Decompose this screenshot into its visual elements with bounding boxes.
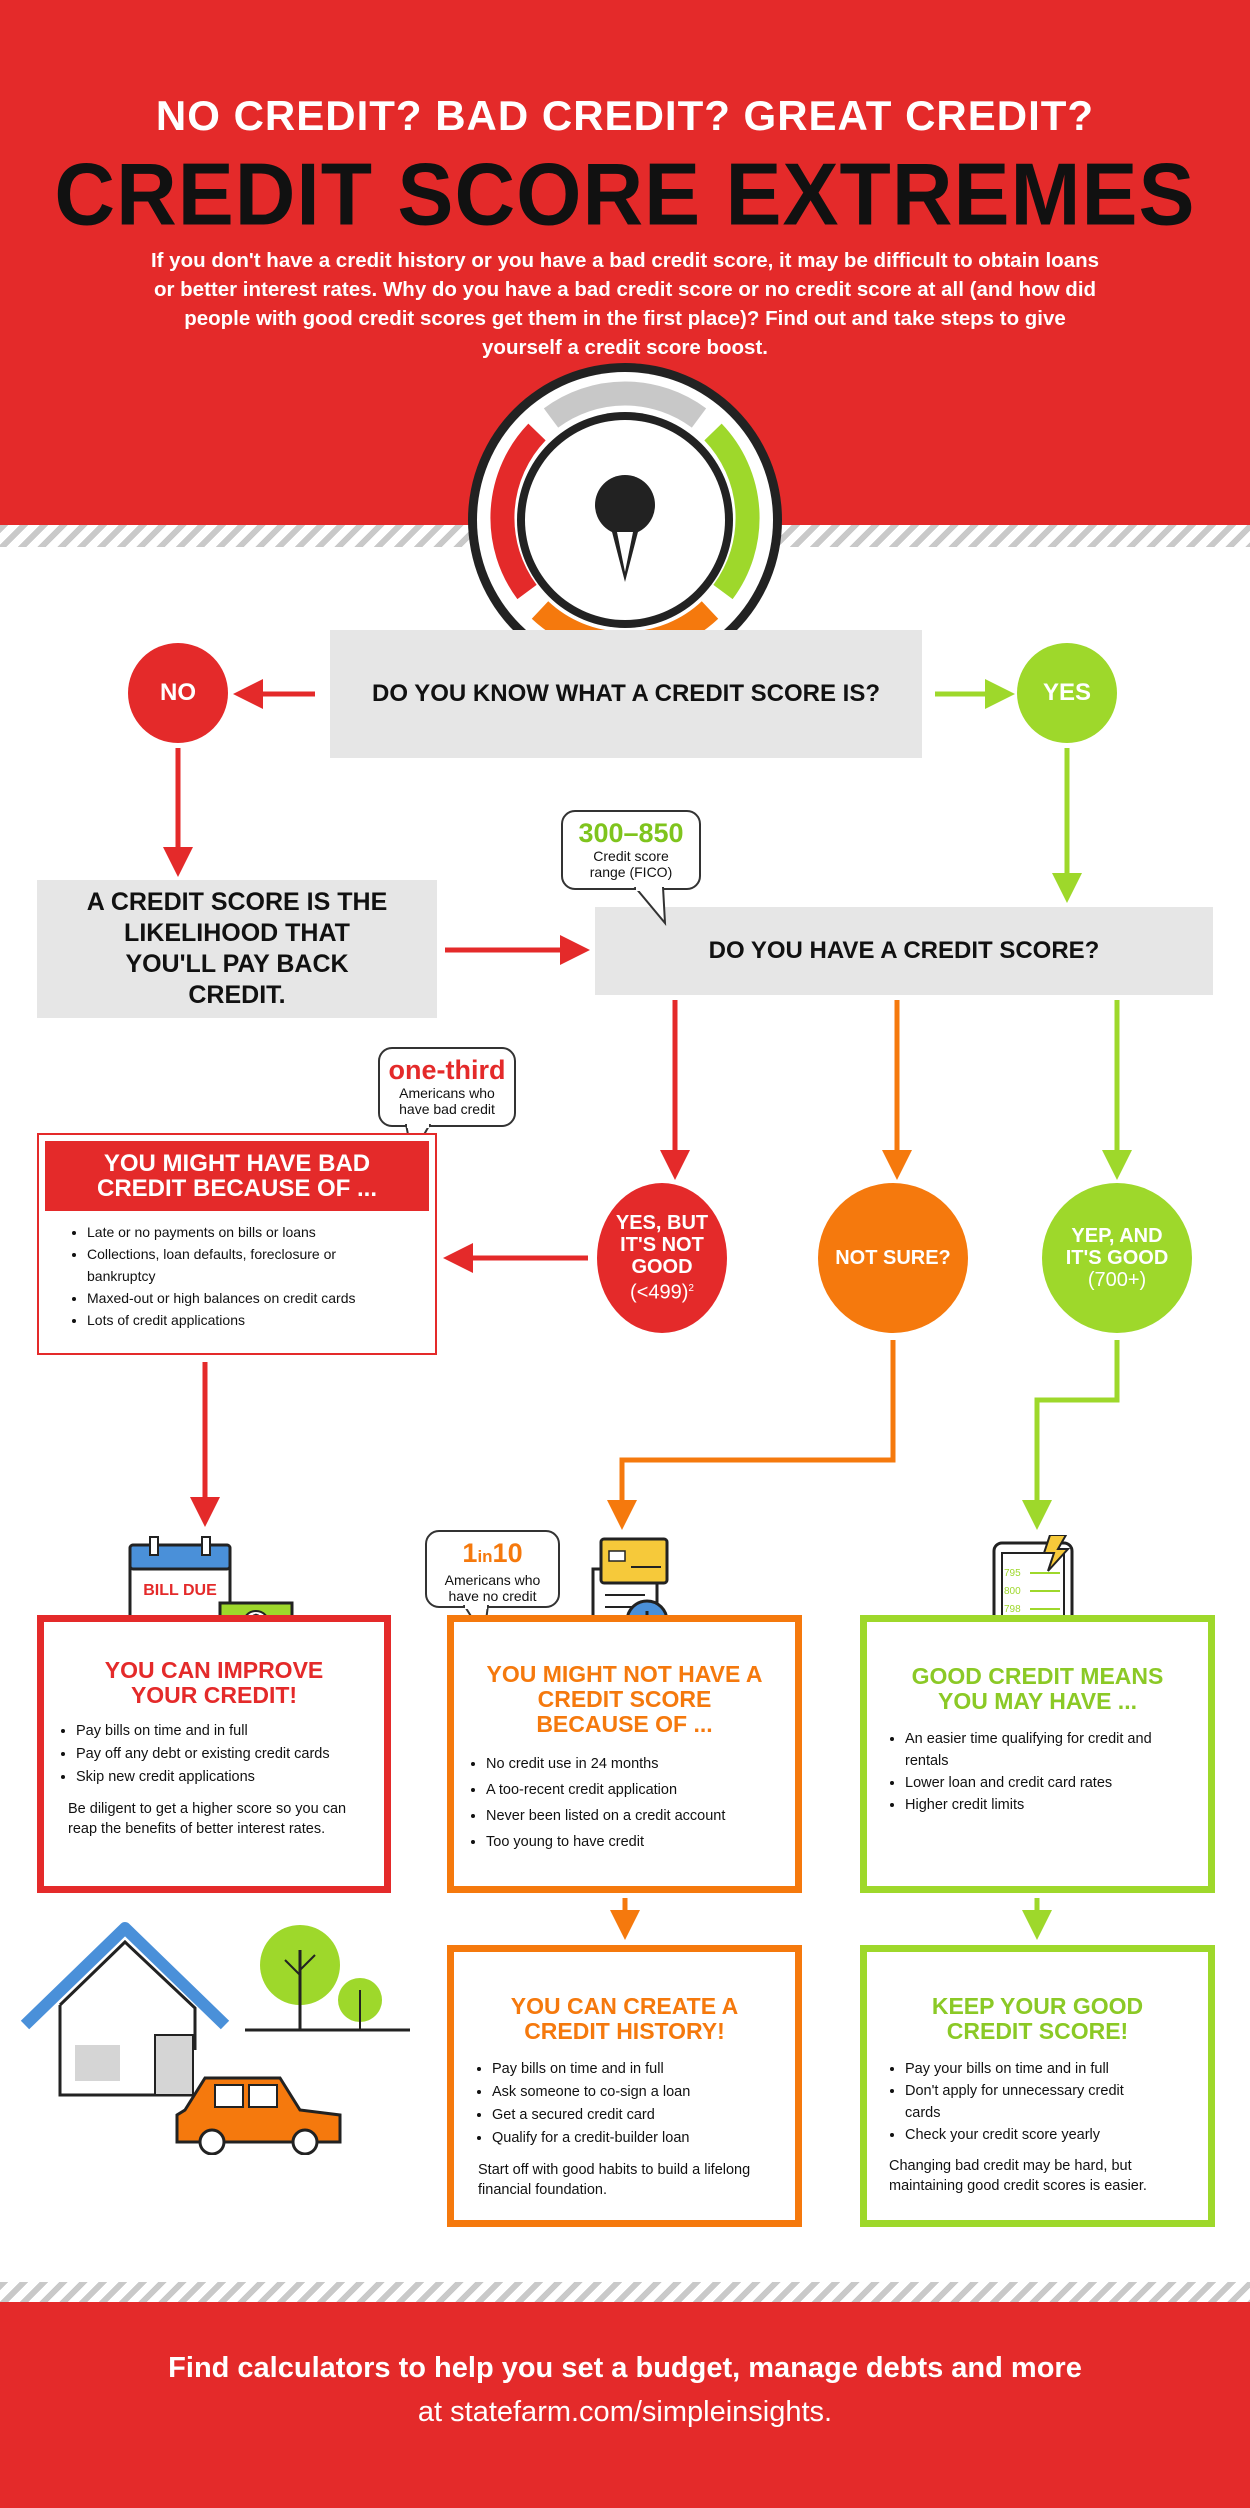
list-item: Maxed-out or high balances on credit car… — [87, 1287, 435, 1309]
footer-link[interactable]: at statefarm.com/simpleinsights. — [417, 2396, 833, 2428]
create-credit-history-title: YOU CAN CREATE A CREDIT HISTORY! — [510, 1993, 739, 2044]
footer-line-1: Find calculators to help you set a budge… — [168, 2352, 1082, 2384]
no-credit-stat-value: 1in10 — [462, 1538, 523, 1568]
list-item: No credit use in 24 months — [486, 1751, 795, 1777]
bad-credit-reasons-title: YOU MIGHT HAVE BAD CREDIT BECAUSE OF ... — [96, 1150, 378, 1202]
callout-score-range: 300–850 Credit score range (FICO) — [561, 810, 701, 890]
keep-good-score-title: KEEP YOUR GOOD CREDIT SCORE! — [931, 1993, 1144, 2044]
keep-good-score-note: Changing bad credit may be hard, but mai… — [889, 2158, 1147, 2194]
score-range-value: 300–850 — [578, 818, 684, 848]
list-item: Skip new credit applications — [76, 1766, 384, 1789]
callout-pointer — [633, 887, 667, 926]
answer-good-range: (700+) — [1087, 1269, 1147, 1291]
callout-no-credit-stat: 1in10 Americans who have no credit — [425, 1530, 560, 1608]
question-have-credit-score: DO YOU HAVE A CREDIT SCORE? — [595, 907, 1213, 995]
answer-no: NO — [128, 643, 228, 743]
list-item: An easier time qualifying for credit and… — [905, 1728, 1168, 1772]
bad-credit-reasons-card: YOU MIGHT HAVE BAD CREDIT BECAUSE OF ...… — [37, 1133, 437, 1355]
score-value: 795 — [1004, 1568, 1021, 1579]
answer-yes: YES — [1017, 643, 1117, 743]
improve-credit-note: Be diligent to get a higher score so you… — [68, 1801, 347, 1837]
list-item: Too young to have credit — [486, 1829, 795, 1855]
improve-credit-title: YOU CAN IMPROVE YOUR CREDIT! — [104, 1657, 324, 1708]
header-subtitle: NO CREDIT? BAD CREDIT? GREAT CREDIT? — [155, 92, 1095, 139]
bad-credit-reasons-list: Late or no payments on bills or loans Co… — [39, 1221, 435, 1331]
flow-connectors — [163, 679, 1132, 1940]
page-title: CREDIT SCORE EXTREMES — [54, 144, 1196, 244]
bad-credit-stat-value: one-third — [388, 1055, 506, 1085]
good-credit-benefits-title: GOOD CREDIT MEANS YOU MAY HAVE ... — [911, 1663, 1164, 1714]
no-credit-stat-label: Americans who have no credit — [444, 1572, 541, 1604]
list-item: Pay your bills on time and in full — [905, 2058, 1148, 2080]
create-credit-history-note: Start off with good habits to build a li… — [478, 2162, 751, 2198]
no-credit-reasons-card: YOU MIGHT NOT HAVE A CREDIT SCORE BECAUS… — [447, 1615, 802, 1893]
no-credit-reasons-title: YOU MIGHT NOT HAVE A CREDIT SCORE BECAUS… — [486, 1661, 763, 1737]
answer-yes-not-good: YES, BUT IT'S NOT GOOD (<499)2 — [597, 1183, 727, 1333]
list-item: Higher credit limits — [905, 1794, 1168, 1816]
house-and-car-illustration — [20, 1922, 410, 2155]
callout-bad-credit-stat: one-third Americans who have bad credit — [378, 1047, 516, 1127]
answer-good-label: YEP, AND IT'S GOOD — [1065, 1225, 1169, 1269]
keep-good-score-list: Pay your bills on time and in full Don't… — [867, 2058, 1208, 2146]
list-item: Lower loan and credit card rates — [905, 1772, 1168, 1794]
list-item: Lots of credit applications — [87, 1309, 435, 1331]
list-item: Never been listed on a credit account — [486, 1803, 795, 1829]
improve-credit-list: Pay bills on time and in full Pay off an… — [44, 1720, 384, 1789]
no-credit-reasons-list: No credit use in 24 months A too-recent … — [454, 1751, 795, 1855]
improve-credit-card: YOU CAN IMPROVE YOUR CREDIT! Pay bills o… — [37, 1615, 391, 1893]
bad-credit-reasons-header: YOU MIGHT HAVE BAD CREDIT BECAUSE OF ... — [45, 1141, 429, 1211]
list-item: Pay bills on time and in full — [492, 2058, 795, 2081]
tablet-scores: 795 800 798 — [1004, 1565, 1034, 1619]
list-item: Don't apply for unnecessary credit cards — [905, 2080, 1148, 2124]
create-credit-history-card: YOU CAN CREATE A CREDIT HISTORY! Pay bil… — [447, 1945, 802, 2227]
list-item: Collections, loan defaults, foreclosure … — [87, 1243, 435, 1287]
score-value: 798 — [1004, 1604, 1021, 1615]
good-credit-benefits-card: GOOD CREDIT MEANS YOU MAY HAVE ... An ea… — [860, 1615, 1215, 1893]
bill-due-label: BILL DUE — [143, 1582, 217, 1599]
list-item: Pay off any debt or existing credit card… — [76, 1743, 384, 1766]
create-credit-history-list: Pay bills on time and in full Ask someon… — [454, 2058, 795, 2150]
list-item: A too-recent credit application — [486, 1777, 795, 1803]
bad-credit-stat-label: Americans who have bad credit — [399, 1085, 495, 1117]
answer-bad-range: (<499)2 — [630, 1281, 694, 1304]
answer-not-sure: NOT SURE? — [818, 1183, 968, 1333]
gauge-icon — [468, 363, 782, 677]
list-item: Ask someone to co-sign a loan — [492, 2081, 795, 2104]
good-credit-benefits-list: An easier time qualifying for credit and… — [867, 1728, 1208, 1816]
list-item: Pay bills on time and in full — [76, 1720, 384, 1743]
zigzag-divider — [0, 2282, 1250, 2304]
answer-yep-good: YEP, AND IT'S GOOD (700+) — [1042, 1183, 1192, 1333]
credit-score-definition: A CREDIT SCORE IS THE LIKELIHOOD THAT YO… — [37, 880, 437, 1018]
list-item: Get a secured credit card — [492, 2104, 795, 2127]
score-value: 800 — [1004, 1586, 1021, 1597]
answer-bad-label: YES, BUT IT'S NOT GOOD — [615, 1212, 709, 1279]
score-range-label: Credit score range (FICO) — [589, 848, 673, 880]
keep-good-score-card: KEEP YOUR GOOD CREDIT SCORE! Pay your bi… — [860, 1945, 1215, 2227]
list-item: Check your credit score yearly — [905, 2124, 1148, 2146]
intro-text: If you don't have a credit history or yo… — [150, 249, 1100, 359]
question-know-credit-score: DO YOU KNOW WHAT A CREDIT SCORE IS? — [330, 630, 922, 758]
list-item: Qualify for a credit-builder loan — [492, 2127, 795, 2150]
footer-banner — [0, 2302, 1250, 2508]
list-item: Late or no payments on bills or loans — [87, 1221, 435, 1243]
